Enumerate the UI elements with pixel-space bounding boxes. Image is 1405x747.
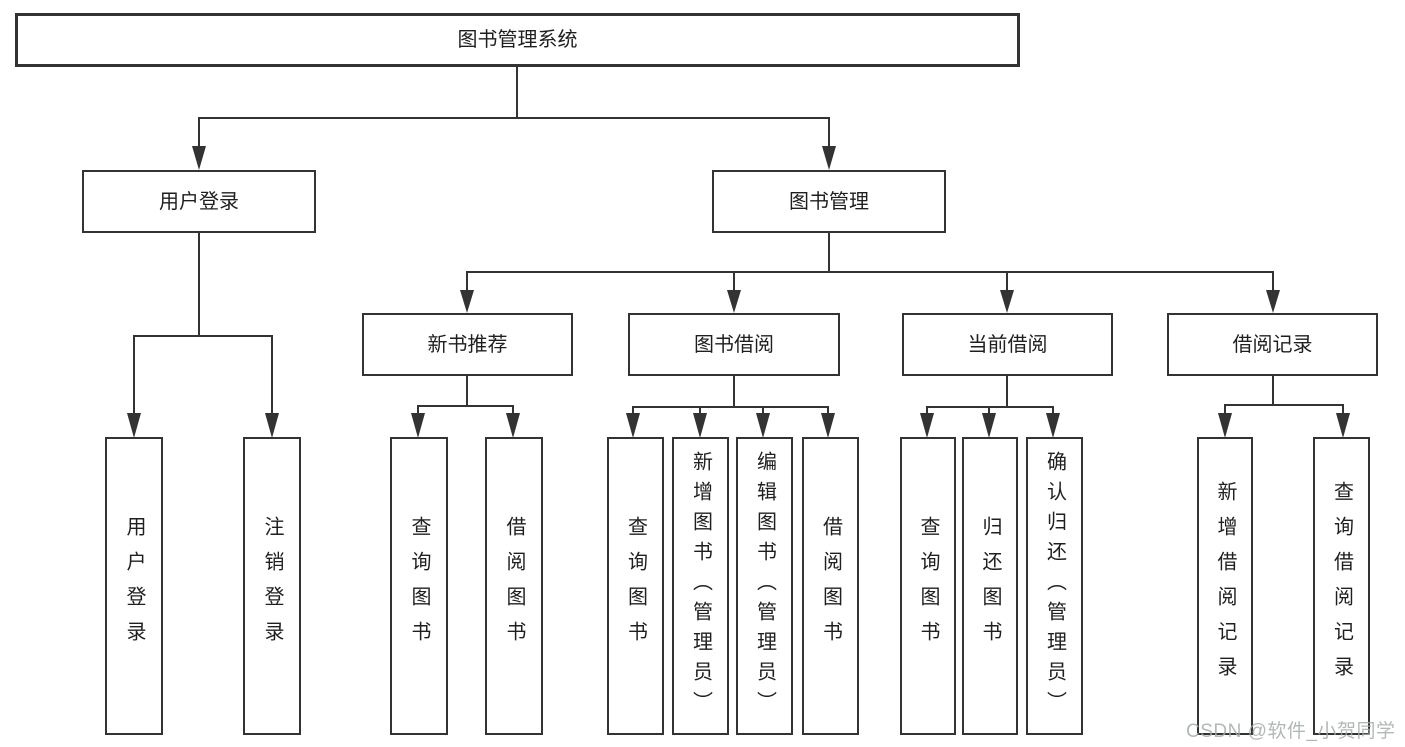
node-label: 图书借阅 <box>694 333 774 356</box>
leaf-query-borrow-record: 查询借阅记录 <box>1313 437 1370 735</box>
leaf-label: 用户登录 <box>123 516 145 656</box>
node-system-root: 图书管理系统 <box>15 13 1020 67</box>
leaf-edit-books-admin: 编辑图书（管理员） <box>736 437 793 735</box>
leaf-add-borrow-record: 新增借阅记录 <box>1197 437 1253 735</box>
leaf-label: 借阅图书 <box>503 516 525 656</box>
node-label: 新书推荐 <box>427 333 508 356</box>
leaf-label: 注销登录 <box>261 516 283 656</box>
leaf-label: 查询图书 <box>408 516 430 656</box>
leaf-label: 编辑图书（管理员） <box>753 451 776 721</box>
node-label: 图书管理系统 <box>457 29 578 51</box>
leaf-label: 归还图书 <box>979 516 1001 656</box>
node-label: 用户登录 <box>159 190 239 213</box>
leaf-confirm-return-admin: 确认归还（管理员） <box>1026 437 1083 735</box>
csdn-watermark: CSDN @软件_小贺同学 <box>1186 721 1396 742</box>
leaf-query-books-current: 查询图书 <box>900 437 956 735</box>
leaf-label: 查询图书 <box>917 516 939 656</box>
node-borrow-record: 借阅记录 <box>1167 313 1378 376</box>
leaf-query-books-borrow: 查询图书 <box>607 437 664 735</box>
leaf-label: 查询借阅记录 <box>1330 481 1353 691</box>
leaf-add-books-admin: 新增图书（管理员） <box>672 437 729 735</box>
node-book-management: 图书管理 <box>712 170 946 233</box>
leaf-user-login: 用户登录 <box>105 437 163 735</box>
leaf-borrow-books: 借阅图书 <box>802 437 859 735</box>
leaf-return-books: 归还图书 <box>962 437 1018 735</box>
node-book-borrow: 图书借阅 <box>628 313 840 376</box>
leaf-label: 查询图书 <box>624 516 647 656</box>
leaf-logout: 注销登录 <box>243 437 301 735</box>
leaf-query-books-recommend: 查询图书 <box>390 437 448 735</box>
leaf-label: 新增图书（管理员） <box>689 451 712 721</box>
node-label: 借阅记录 <box>1232 333 1313 356</box>
node-label: 图书管理 <box>789 190 869 213</box>
node-label: 当前借阅 <box>967 333 1048 356</box>
leaf-borrow-books-recommend: 借阅图书 <box>485 437 543 735</box>
node-current-borrow: 当前借阅 <box>902 313 1113 376</box>
leaf-label: 新增借阅记录 <box>1214 481 1236 691</box>
leaf-label: 借阅图书 <box>819 516 842 656</box>
node-new-book-recommend: 新书推荐 <box>362 313 573 376</box>
node-user-login: 用户登录 <box>82 170 316 233</box>
leaf-label: 确认归还（管理员） <box>1043 451 1066 721</box>
